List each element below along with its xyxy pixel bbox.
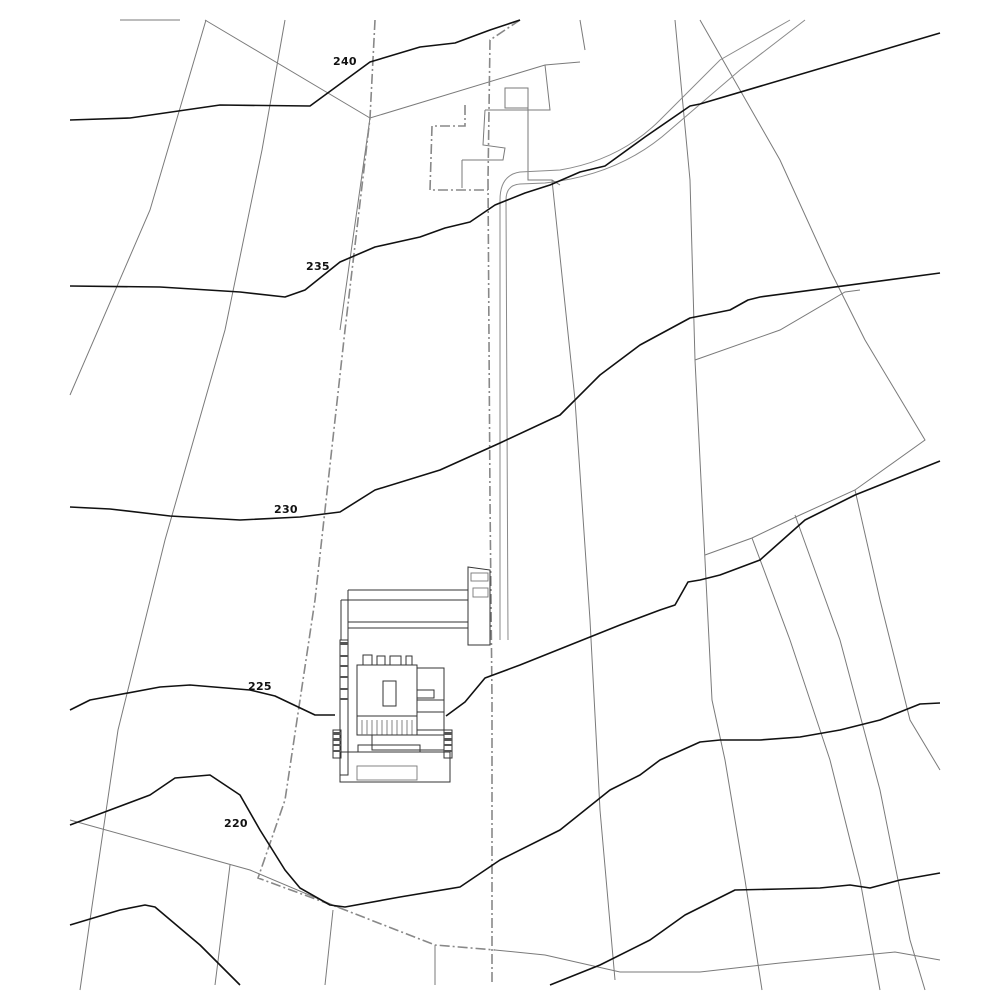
contour-label-220: 220 [224, 817, 248, 830]
contour-220 [69, 702, 941, 908]
contour-230 [69, 272, 941, 521]
property-boundary [256, 19, 521, 985]
contour-label-230: 230 [274, 503, 298, 516]
contour-215-east [549, 872, 941, 986]
contour-label-235: 235 [306, 260, 330, 273]
contour-215 [69, 904, 241, 986]
contour-label-240: 240 [333, 55, 357, 68]
contour-240-west [69, 19, 521, 121]
contour-225 [69, 684, 335, 716]
house-footprint [332, 566, 491, 783]
access-road [499, 19, 806, 641]
parcel-lines [69, 19, 941, 991]
contour-label-225: 225 [248, 680, 272, 693]
contour-lines [69, 19, 941, 986]
contour-235 [69, 32, 941, 298]
contour-225-east [445, 460, 941, 717]
